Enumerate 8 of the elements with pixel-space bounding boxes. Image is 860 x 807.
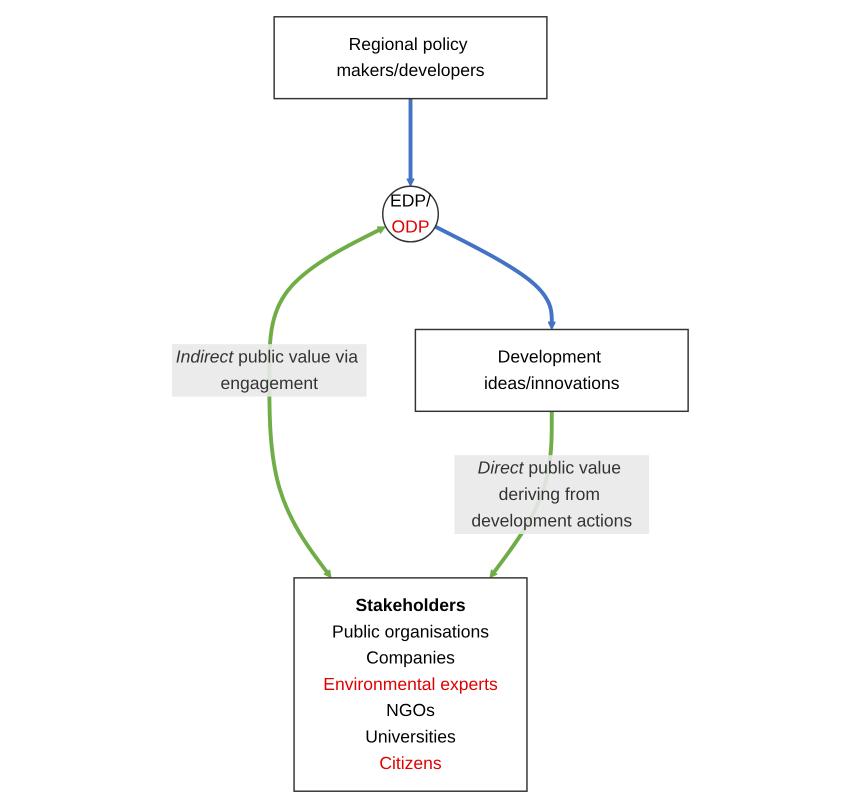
node-circle: EDP/ ODP [382,185,440,242]
node-box: Development ideas/innovations [414,328,689,412]
node-box: Stakeholders Public organisations Companies Environmental experts NGOs Universities Citizens [293,576,528,792]
node-box: Regional policy makers/developers [273,16,548,99]
edge-label: Direct public value deriving from development actions [471,458,632,530]
arrow [434,224,556,330]
edge-label: Indirect public value via engagement [176,346,358,392]
arrow [406,98,415,186]
